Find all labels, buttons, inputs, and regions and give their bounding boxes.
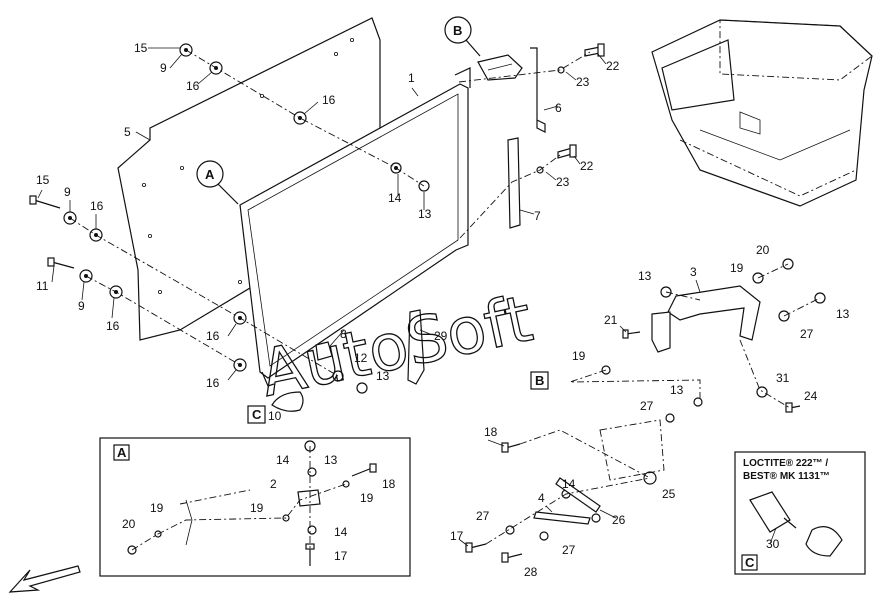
callout-19: 19	[150, 501, 164, 515]
callout-13: 13	[638, 269, 652, 283]
callout-17: 17	[334, 549, 348, 563]
loctite-box: LOCTITE® 222™ / BEST® MK 1131™ C	[734, 451, 866, 575]
callout-15: 15	[134, 41, 148, 55]
fasteners-right	[465, 258, 826, 563]
callout-23: 23	[556, 175, 570, 189]
ghost-bracket	[599, 419, 665, 481]
callout-13: 13	[324, 453, 338, 467]
callout-12: 12	[354, 351, 368, 365]
callout-11: 11	[36, 279, 49, 293]
callout-13: 13	[836, 307, 850, 321]
part-number-callouts: 15 9 16 5 16 1 14 13 15 9 16 11 9 16 16 …	[36, 41, 850, 579]
strap-part-7	[507, 137, 521, 229]
callout-b-bubble: B	[444, 16, 481, 57]
callout-20: 20	[756, 243, 770, 257]
bracket-part-3	[651, 285, 761, 353]
strap-part-6	[530, 47, 546, 133]
callout-13: 13	[418, 207, 432, 221]
callout-30: 30	[766, 537, 780, 551]
assembly-lines-left	[69, 49, 591, 377]
callout-18: 18	[484, 425, 498, 439]
callout-16: 16	[90, 199, 104, 213]
callout-18: 18	[382, 477, 396, 491]
handle-part-29	[407, 309, 425, 385]
detail-a-box: A	[99, 437, 411, 577]
callout-19: 19	[730, 261, 744, 275]
callout-21: 21	[604, 313, 618, 327]
bolt-22-mid	[536, 144, 577, 174]
loctite-box-c-label: C	[745, 555, 755, 570]
callout-29: 29	[434, 329, 448, 343]
view-marker-c-label: C	[252, 407, 262, 422]
callout-16: 16	[322, 93, 336, 107]
callout-13: 13	[670, 383, 684, 397]
callout-a-bubble: A	[196, 160, 239, 205]
callout-27: 27	[476, 509, 490, 523]
callout-16: 16	[106, 319, 120, 333]
callout-15: 15	[36, 173, 50, 187]
clip-part-8	[315, 341, 333, 361]
machine-overview	[651, 19, 873, 207]
rods-part-4-26	[533, 477, 601, 525]
loctite-line-1: LOCTITE® 222™ /	[743, 458, 828, 469]
callout-31: 31	[776, 371, 790, 385]
callout-22: 22	[606, 59, 620, 73]
callout-19: 19	[360, 491, 374, 505]
callout-3: 3	[690, 265, 697, 279]
callout-26: 26	[612, 513, 626, 527]
bracket-b-top	[477, 54, 523, 81]
callout-19: 19	[572, 349, 586, 363]
cap-part-10	[271, 391, 304, 412]
callout-25: 25	[662, 487, 676, 501]
assembly-lines-right	[485, 263, 821, 545]
detail-a-title: A	[117, 445, 127, 460]
callout-14: 14	[334, 525, 348, 539]
callout-27: 27	[800, 327, 814, 341]
view-marker-b-label: B	[535, 373, 544, 388]
callout-22: 22	[580, 159, 594, 173]
callout-2: 2	[270, 477, 277, 491]
callout-16: 16	[206, 376, 220, 390]
callout-16: 16	[186, 79, 200, 93]
callout-17: 17	[450, 529, 464, 543]
frame-part-1	[239, 67, 471, 387]
callout-23: 23	[576, 75, 590, 89]
callout-b-label: B	[453, 23, 462, 38]
callout-7: 7	[534, 209, 541, 223]
view-marker-c: C	[247, 405, 266, 424]
callout-9: 9	[64, 185, 71, 199]
callout-4: 4	[538, 491, 545, 505]
loctite-line-2: BEST® MK 1131™	[743, 471, 830, 482]
callout-1: 1	[408, 71, 415, 85]
callout-6: 6	[555, 101, 562, 115]
callout-14: 14	[562, 477, 576, 491]
callout-14: 14	[388, 191, 402, 205]
callout-8: 8	[340, 327, 347, 341]
callout-14: 14	[276, 453, 290, 467]
callout-28: 28	[524, 565, 538, 579]
callout-5: 5	[124, 125, 131, 139]
callout-27: 27	[640, 399, 654, 413]
bolt-22-top	[557, 43, 605, 74]
leader-lines	[37, 47, 777, 547]
view-marker-b: B	[530, 371, 549, 390]
callout-9: 9	[78, 299, 85, 313]
callout-24: 24	[804, 389, 818, 403]
fasteners-left	[29, 43, 430, 394]
callout-20: 20	[122, 517, 136, 531]
callout-27: 27	[562, 543, 576, 557]
callout-9: 9	[160, 61, 167, 75]
callout-16: 16	[206, 329, 220, 343]
callout-a-label: A	[205, 167, 215, 182]
direction-arrow-icon	[8, 565, 81, 593]
callout-13: 13	[376, 369, 390, 383]
callout-10: 10	[268, 409, 282, 423]
callout-19: 19	[250, 501, 264, 515]
